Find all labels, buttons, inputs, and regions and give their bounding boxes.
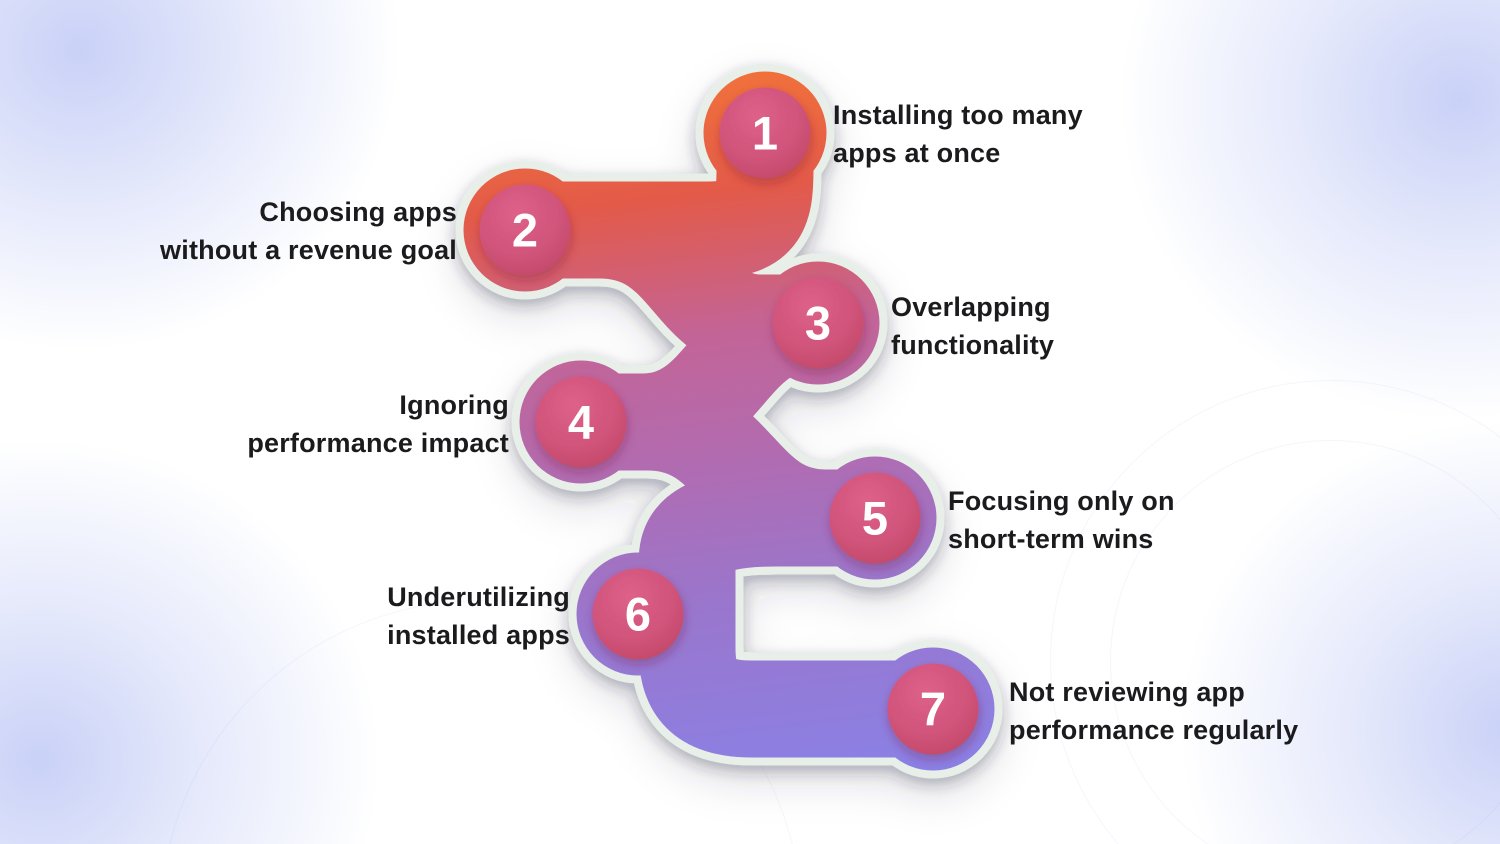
ribbon-gradient-path xyxy=(476,77,982,758)
step-circle-5 xyxy=(829,472,921,564)
ribbon-steps: 1 2 3 4 5 6 7 xyxy=(479,87,979,755)
step-label-1: Installing too many apps at once xyxy=(833,96,1083,172)
step-number-1: 1 xyxy=(752,107,778,160)
step-label-2-line1: Choosing apps xyxy=(259,197,457,227)
step-label-6: Underutilizing installed apps xyxy=(387,578,570,654)
step-label-7-line2: performance regularly xyxy=(1009,715,1299,745)
step-label-2: Choosing apps without a revenue goal xyxy=(160,193,457,269)
step-label-5-line1: Focusing only on xyxy=(948,486,1175,516)
step-label-1-line2: apps at once xyxy=(833,138,1001,168)
step-label-3-line1: Overlapping xyxy=(891,292,1051,322)
step-label-1-line1: Installing too many xyxy=(833,100,1083,130)
step-circle-3 xyxy=(772,277,864,369)
step-circle-2 xyxy=(479,184,571,276)
step-label-2-line2: without a revenue goal xyxy=(160,235,457,265)
step-label-4-line2: performance impact xyxy=(247,428,509,458)
step-number-2: 2 xyxy=(512,204,538,257)
step-label-3: Overlapping functionality xyxy=(891,288,1054,364)
step-label-5-line2: short-term wins xyxy=(948,524,1154,554)
step-number-5: 5 xyxy=(862,492,888,545)
step-number-4: 4 xyxy=(568,396,594,449)
step-label-6-line2: installed apps xyxy=(387,620,570,650)
step-number-3: 3 xyxy=(805,297,831,350)
step-label-7-line1: Not reviewing app xyxy=(1009,677,1245,707)
step-label-7: Not reviewing app performance regularly xyxy=(1009,673,1298,749)
step-circle-7 xyxy=(887,663,979,755)
step-label-5: Focusing only on short-term wins xyxy=(948,482,1175,558)
step-label-4-line1: Ignoring xyxy=(399,390,509,420)
step-label-6-line1: Underutilizing xyxy=(387,582,570,612)
step-circle-6 xyxy=(592,568,684,660)
step-number-6: 6 xyxy=(625,588,651,641)
step-circle-1 xyxy=(719,87,811,179)
step-label-3-line2: functionality xyxy=(891,330,1055,360)
step-label-4: Ignoring performance impact xyxy=(247,386,509,462)
step-number-7: 7 xyxy=(920,683,946,736)
step-circle-4 xyxy=(535,376,627,468)
